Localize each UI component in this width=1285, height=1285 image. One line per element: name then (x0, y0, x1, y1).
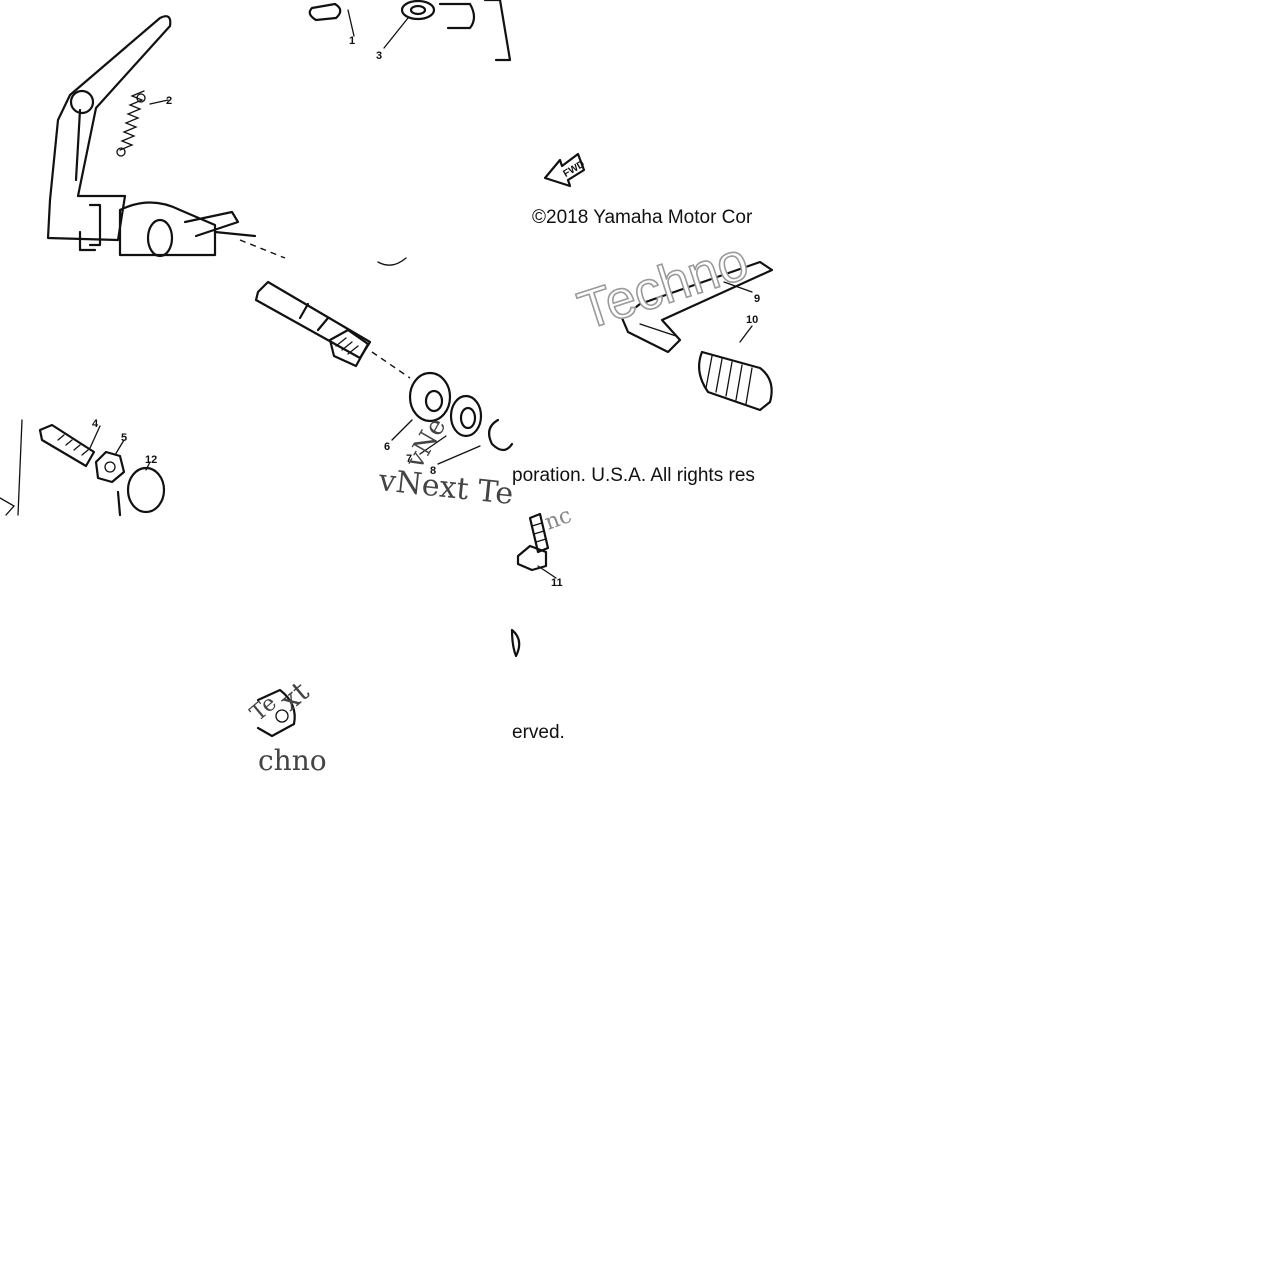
callout-9: 9 (754, 293, 760, 305)
clip-fragment-part (256, 688, 296, 738)
plain-washer-part (449, 394, 483, 438)
detent-pin-part (308, 2, 355, 37)
kick-bolt-part (516, 512, 557, 579)
lock-nut-part (94, 439, 126, 484)
shift-lever-part (46, 15, 172, 252)
callout-7: 7 (406, 453, 412, 465)
watermark-chno-text: chno (258, 744, 327, 777)
callout-4: 4 (92, 418, 99, 430)
watermark-vnext-text: vNext Te (376, 463, 515, 512)
frame-edge-line (17, 419, 23, 516)
copyright-segment-3: erved. (512, 722, 565, 743)
watermark-small-text: nc (542, 503, 575, 536)
callout-1: 1 (349, 35, 355, 47)
kick-shaft-part (254, 280, 411, 379)
shift-shaft-collar (118, 201, 286, 259)
callout-5: 5 (121, 432, 127, 444)
kick-crank-part (620, 260, 774, 354)
thrust-washer-part (391, 371, 452, 441)
plate-washer-part (116, 461, 166, 517)
callout-6: 6 (384, 441, 390, 453)
stub-fragment (510, 628, 521, 658)
adjuster-bolt-part (38, 423, 101, 468)
callout-11: 11 (551, 577, 563, 589)
collar-washer-part (383, 0, 512, 62)
kick-rubber-part (697, 325, 773, 412)
callout-10: 10 (746, 314, 758, 326)
fwd-arrow-icon: FWD (543, 152, 587, 188)
frame-corner-mark (0, 497, 16, 516)
arc-fragment (377, 257, 407, 266)
callout-2: 2 (166, 95, 172, 107)
copyright-segment-2: poration. U.S.A. All rights res (512, 465, 755, 486)
callout-8: 8 (430, 465, 436, 477)
callout-12: 12 (145, 454, 157, 466)
return-spring-part (116, 90, 169, 157)
watermark-techno-outline: Techno (571, 231, 755, 342)
callout-3: 3 (376, 50, 382, 62)
circlip-part (419, 418, 514, 465)
copyright-segment-1: ©2018 Yamaha Motor Cor (532, 207, 753, 228)
